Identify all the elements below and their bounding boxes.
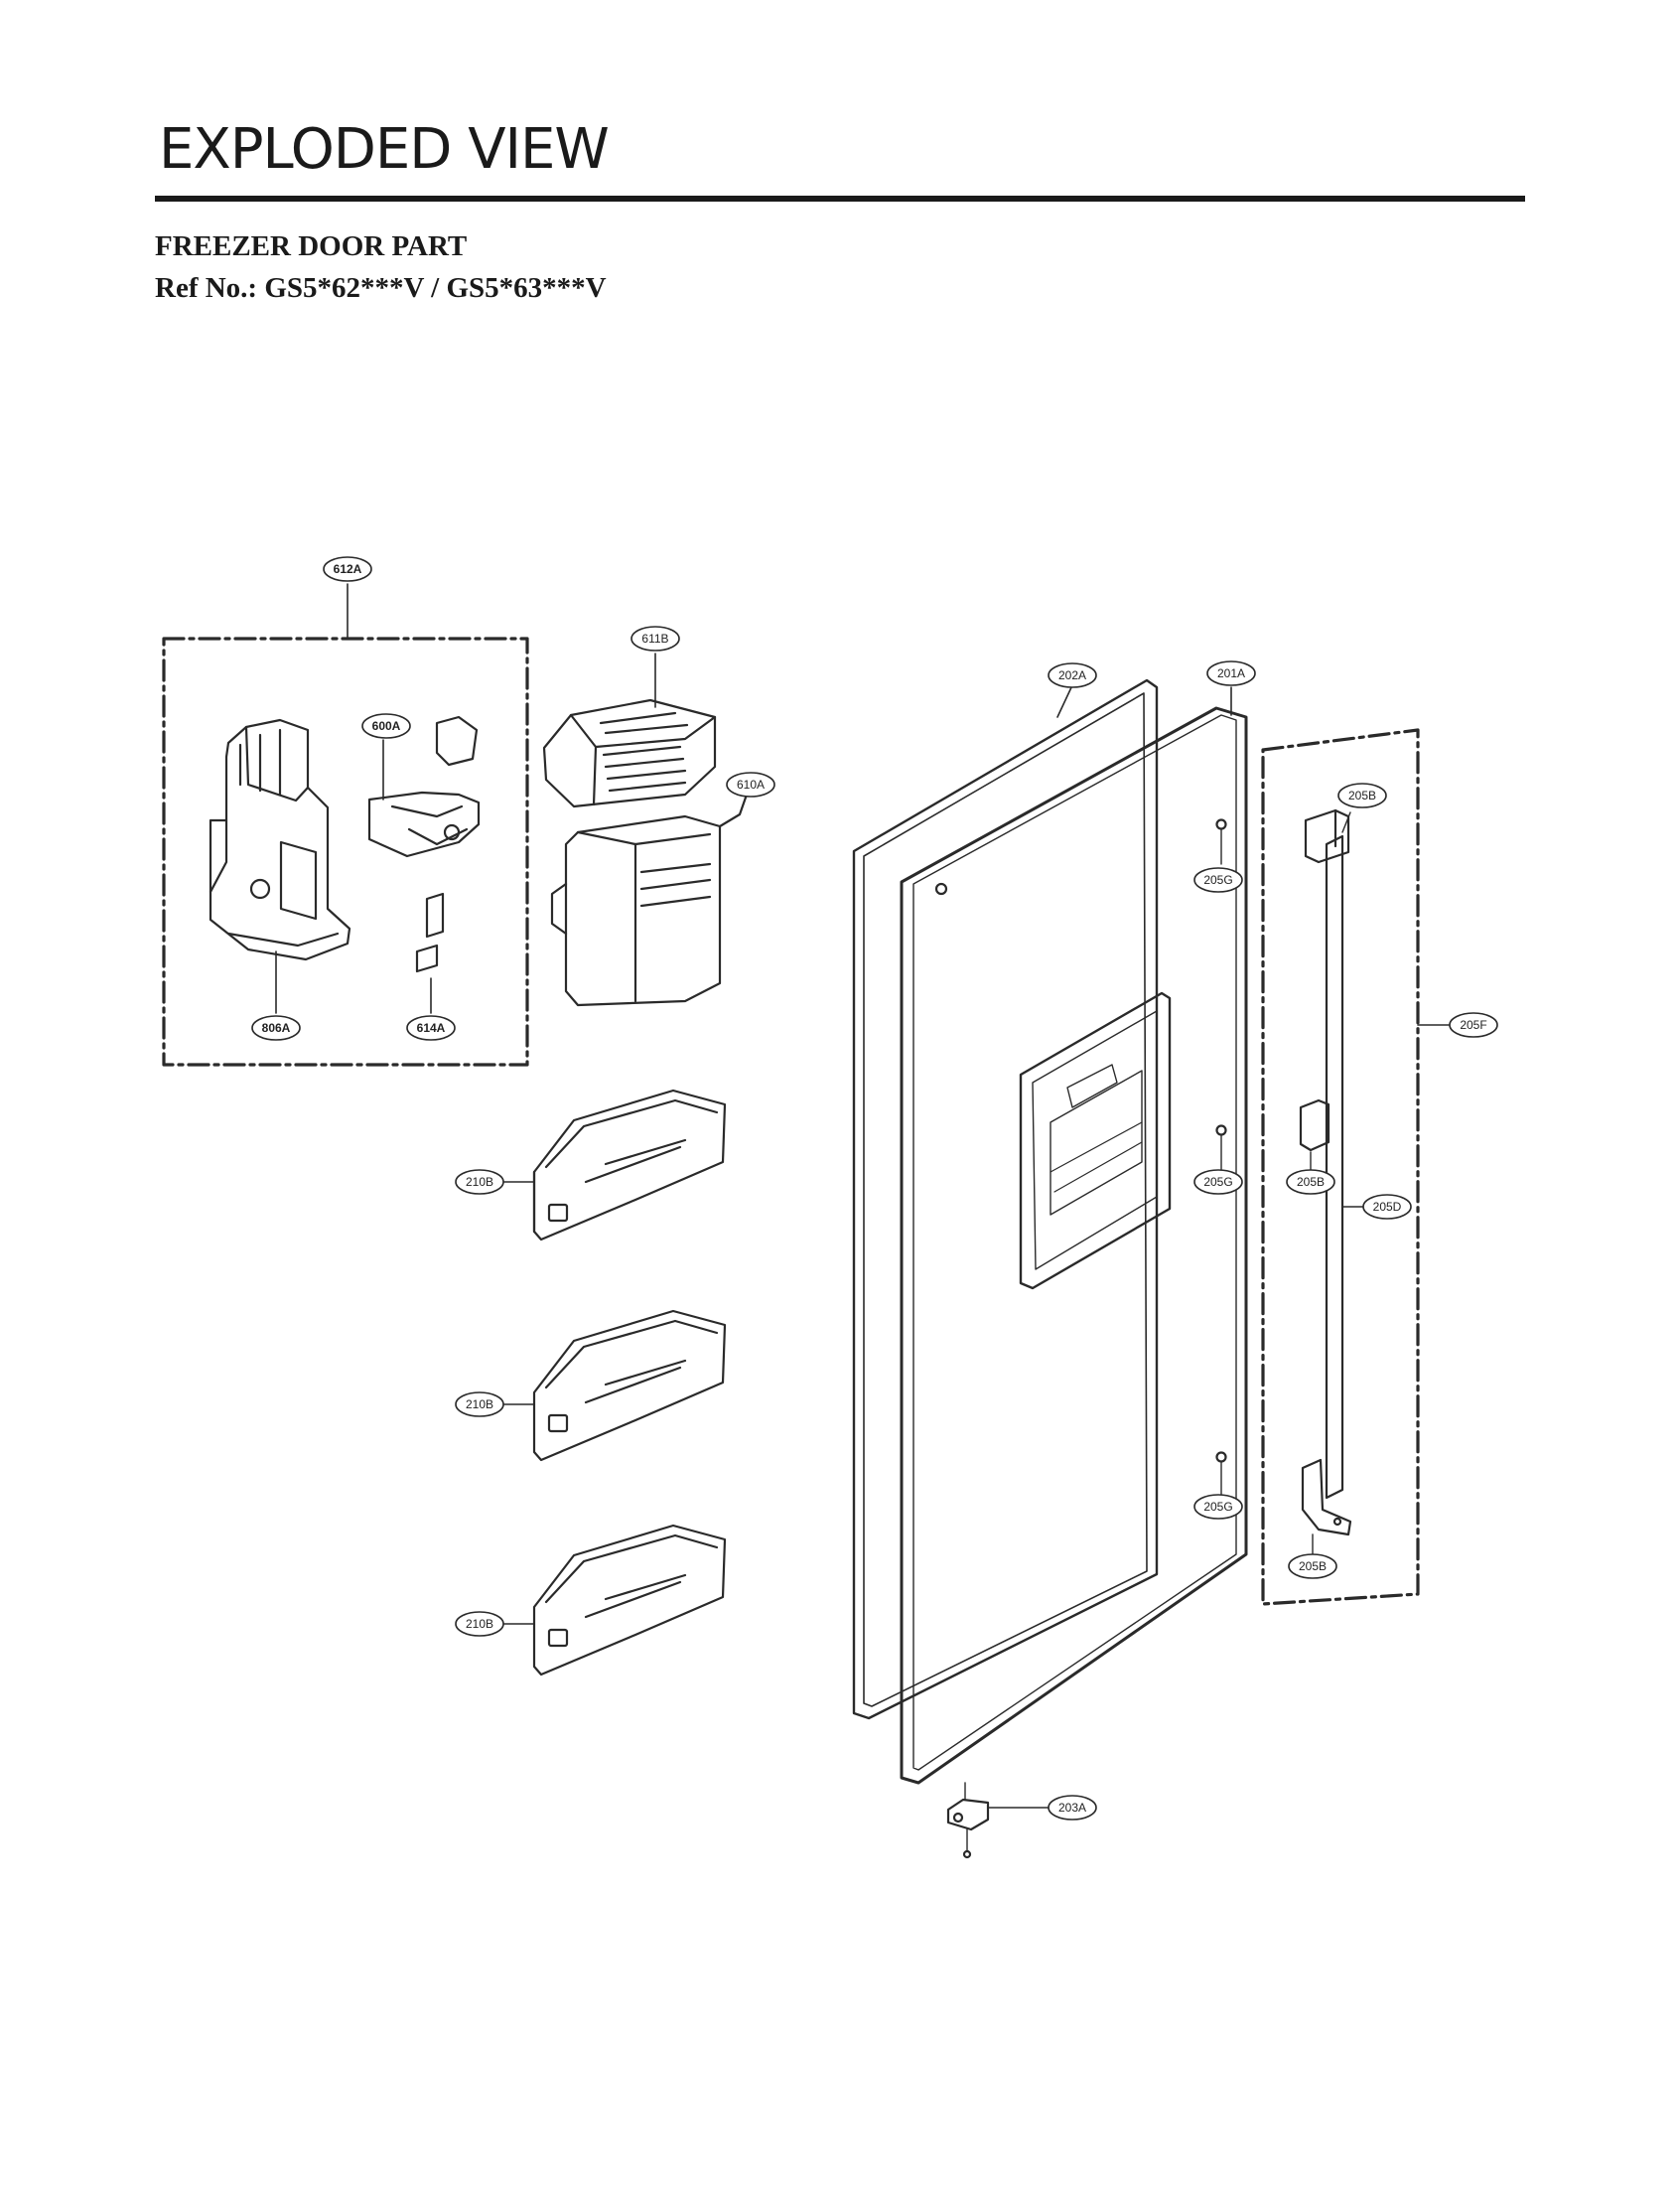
auger-motor [367, 715, 481, 858]
callout-205B-mid: 205B [1286, 1169, 1335, 1195]
svg-text:600A: 600A [372, 719, 401, 733]
callout-202A: 202A [1048, 662, 1097, 688]
handle-bracket-mid [1299, 1098, 1330, 1171]
callout-610A: 610A [726, 772, 775, 798]
page-title: EXPLODED VIEW [159, 117, 610, 182]
svg-text:201A: 201A [1217, 666, 1245, 680]
svg-text:205F: 205F [1460, 1018, 1486, 1032]
section-title: FREEZER DOOR PART [155, 230, 468, 262]
dispenser-recess [1019, 991, 1172, 1290]
callout-205B-top: 205B [1337, 783, 1387, 808]
callout-600A: 600A [361, 713, 411, 739]
svg-text:210B: 210B [466, 1397, 493, 1411]
door-bin-2 [500, 1309, 727, 1462]
svg-text:205B: 205B [1299, 1559, 1327, 1573]
svg-text:205G: 205G [1203, 1175, 1232, 1189]
callout-210B-3: 210B [455, 1611, 504, 1637]
screw-top [1215, 818, 1227, 865]
svg-text:210B: 210B [466, 1617, 493, 1631]
reference-number: Ref No.: GS5*62***V / GS5*63***V [155, 272, 607, 304]
screw-bottom [1215, 1451, 1227, 1496]
callout-806A: 806A [251, 1015, 301, 1041]
door-handle-bar [1325, 834, 1371, 1500]
ice-bucket-housing [209, 718, 351, 1014]
handle-bracket-top [1304, 808, 1351, 864]
callout-205G-mid: 205G [1193, 1169, 1243, 1195]
title-rule [155, 196, 1525, 202]
lower-hinge [946, 1782, 1051, 1859]
callout-210B-1: 210B [455, 1169, 504, 1195]
svg-text:205B: 205B [1297, 1175, 1325, 1189]
callout-611B: 611B [630, 626, 680, 652]
handle-bracket-bottom [1301, 1458, 1352, 1555]
svg-text:205G: 205G [1203, 1500, 1232, 1514]
svg-text:210B: 210B [466, 1175, 493, 1189]
callout-210B-2: 210B [455, 1391, 504, 1417]
callout-612A: 612A [323, 556, 372, 582]
svg-text:806A: 806A [262, 1021, 291, 1035]
svg-text:202A: 202A [1058, 668, 1086, 682]
screw-mid [1215, 1124, 1227, 1171]
svg-text:612A: 612A [334, 562, 362, 576]
svg-text:205G: 205G [1203, 873, 1232, 887]
callout-205D: 205D [1362, 1194, 1412, 1220]
ice-maker-assembly-group [162, 583, 529, 1067]
callout-205G-bottom: 205G [1193, 1494, 1243, 1520]
callout-201A: 201A [1206, 660, 1256, 686]
door-gasket [852, 678, 1159, 1720]
freezer-door [900, 686, 1248, 1785]
door-bin-3 [500, 1524, 727, 1677]
switch-part [415, 892, 445, 1014]
svg-text:205B: 205B [1348, 789, 1376, 802]
svg-text:203A: 203A [1058, 1801, 1086, 1815]
callout-205B-bottom: 205B [1288, 1553, 1337, 1579]
callout-205F: 205F [1449, 1012, 1498, 1038]
handle-assembly-group [1261, 728, 1451, 1606]
ice-bin [550, 793, 749, 1007]
svg-text:614A: 614A [417, 1021, 446, 1035]
door-bin-1 [500, 1089, 727, 1241]
callout-203A: 203A [1048, 1795, 1097, 1821]
svg-text:611B: 611B [641, 632, 668, 646]
svg-text:610A: 610A [737, 778, 765, 792]
ice-bin-cover [542, 653, 717, 808]
svg-text:205D: 205D [1373, 1200, 1402, 1214]
callout-205G-top: 205G [1193, 867, 1243, 893]
callout-614A: 614A [406, 1015, 456, 1041]
